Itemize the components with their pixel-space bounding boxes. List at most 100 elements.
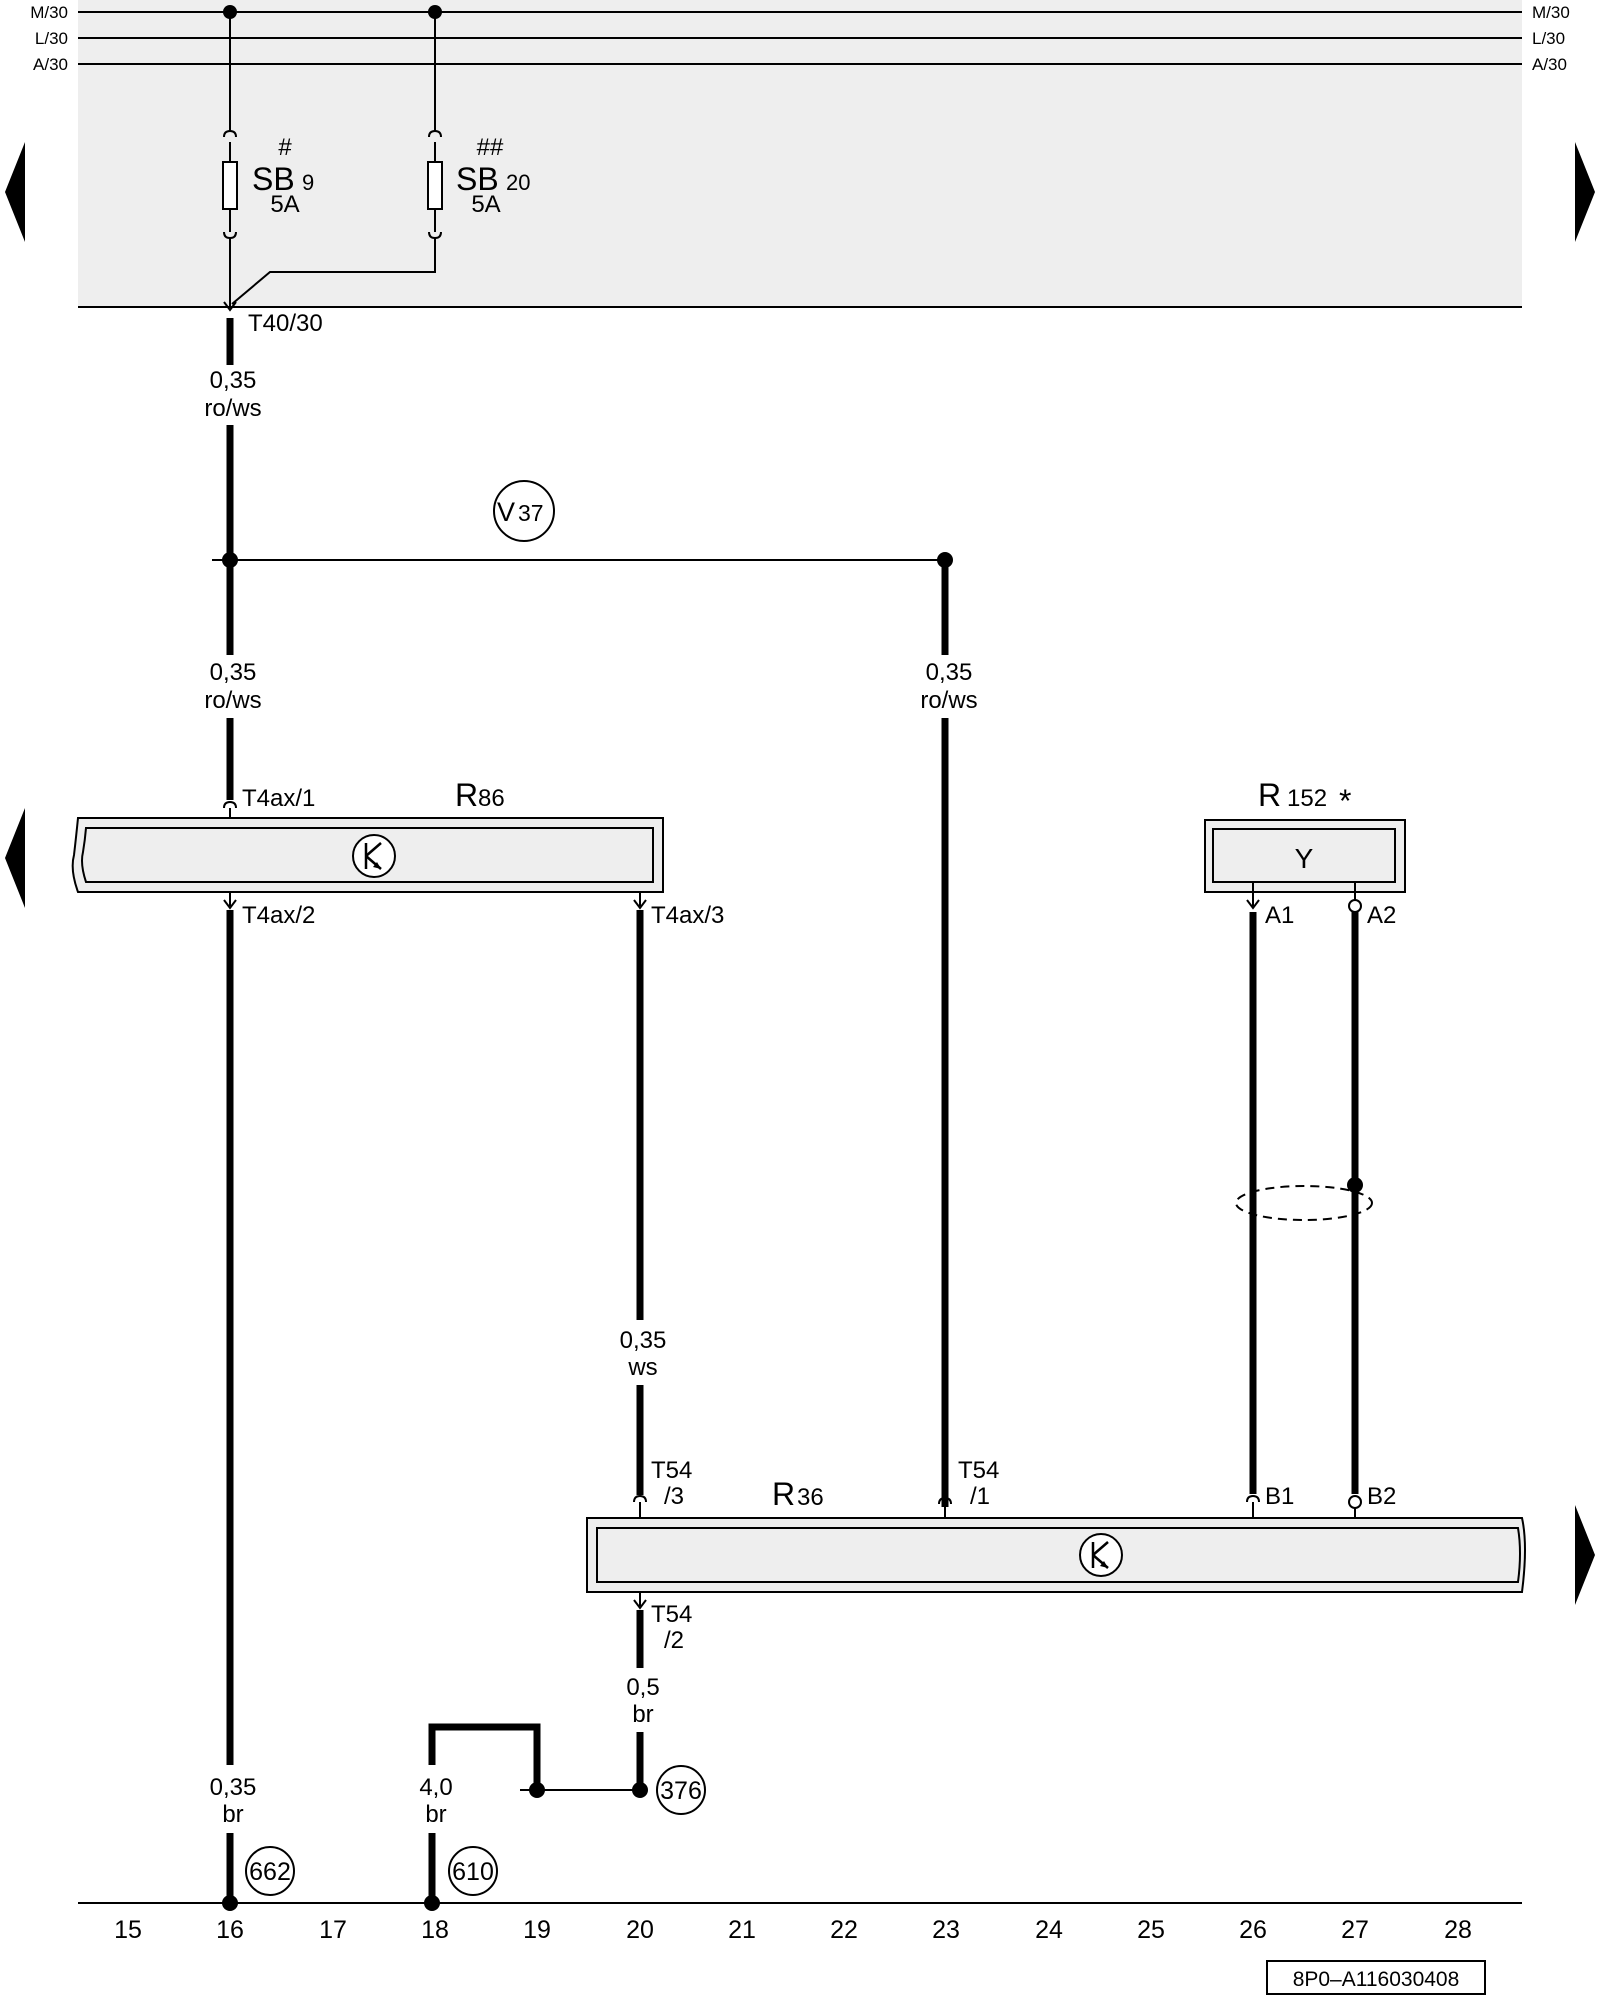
fuse-sb9-socket-top: [223, 129, 237, 138]
rail-label-l30-left: L/30: [35, 29, 68, 48]
r36-pin-b2-terminal: [1348, 1495, 1362, 1509]
r36-pin-b1-socket: [1246, 1494, 1260, 1503]
grid-number: 20: [626, 1916, 654, 1944]
grid-number: 21: [728, 1916, 756, 1944]
r152-letter: R: [1258, 777, 1281, 813]
r86-letter: R: [455, 777, 478, 813]
r152-number: 152: [1287, 785, 1327, 812]
power-rails: M/30 L/30 A/30 M/30 L/30 A/30: [30, 3, 1570, 74]
r36-number: 36: [797, 1484, 824, 1511]
grid-number: 17: [319, 1916, 347, 1944]
r86-pin3-arrow: [633, 899, 647, 910]
r36-pin-t54-1-line2: /1: [970, 1483, 990, 1510]
fuse-sb20: ## SB 20 5A: [231, 5, 530, 305]
ref-label-662: 662: [249, 1858, 291, 1886]
r86-module-symbol: [373, 862, 381, 869]
r36-pin-t54-3-line1: T54: [651, 1457, 692, 1484]
grid-number: 25: [1137, 1916, 1165, 1944]
fuse-sb20-mark: ##: [477, 134, 504, 161]
rail-label-m30-left: M/30: [30, 3, 68, 22]
page-prev-arrow-top[interactable]: [5, 142, 25, 242]
shield-symbol: [1235, 1185, 1373, 1221]
fuse-sb20-rating: 5A: [471, 191, 500, 218]
ref-label-610: 610: [452, 1858, 494, 1886]
wire-t4ax3-gauge: 0,35: [620, 1327, 667, 1354]
v37-ref-number: 37: [518, 500, 544, 526]
fuse-sb20-name: SB: [456, 161, 499, 197]
fuse-sb9-name: SB: [252, 161, 295, 197]
r86-pin1-socket: [223, 800, 237, 809]
rail-label-m30-right: M/30: [1532, 3, 1570, 22]
wire-t54-2-gauge: 0,5: [626, 1674, 659, 1701]
r86-number: 86: [478, 785, 505, 812]
rail-label-a30-left: A/30: [33, 55, 68, 74]
wire-right-branch-color: ro/ws: [920, 687, 977, 714]
page-prev-arrow-mid[interactable]: [5, 808, 25, 908]
r86-pin2-arrow: [223, 899, 237, 910]
r36-pin-t54-2-line2: /2: [664, 1627, 684, 1654]
r86-module-symbol: [365, 842, 382, 857]
r152-mark: *: [1339, 783, 1351, 819]
r36-pin-t54-3-socket: [633, 1494, 647, 1503]
r86-pin-t4ax2: T4ax/2: [242, 902, 315, 929]
wire-feed-gauge: 0,35: [210, 367, 257, 394]
r152-pin-a2-terminal: [1348, 899, 1362, 913]
wire-ground-mid-color: br: [425, 1801, 446, 1828]
fuse-sb9-number: 9: [302, 170, 314, 195]
fuse-sb20-lead-bottom: [231, 238, 436, 305]
r36-pin-t54-2-line1: T54: [651, 1601, 692, 1628]
r86-module-symbol: [352, 834, 396, 878]
component-r86: T4ax/1 R 86 T4ax/2 T4ax/3: [71, 777, 724, 929]
rail-label-l30-right: L/30: [1532, 29, 1565, 48]
grid-number: 23: [932, 1916, 960, 1944]
grid-number: 22: [830, 1916, 858, 1944]
r152-inner-box: [1212, 828, 1396, 883]
junction-dot: [222, 552, 238, 568]
r152-symbol: Y: [1295, 843, 1314, 874]
rail-label-a30-right: A/30: [1532, 55, 1567, 74]
fuse-sb9: # SB 9 5A: [222, 5, 314, 307]
wire-left-branch-gauge: 0,35: [210, 659, 257, 686]
component-r152: R 152 * Y A1 A2: [1204, 777, 1406, 929]
grid-numbers: 15 16 17 18 19 20 21 22 23 24 25 26 27 2…: [114, 1916, 1472, 1944]
fuse-sb9-mark: #: [278, 134, 292, 161]
r36-pin-b1: B1: [1265, 1483, 1294, 1510]
fuse-sb20-number: 20: [506, 170, 530, 195]
ref-label-376: 376: [660, 1777, 702, 1805]
page-next-arrow-bottom[interactable]: [1575, 1505, 1595, 1605]
grid-number: 19: [523, 1916, 551, 1944]
grid-number: 27: [1341, 1916, 1369, 1944]
r36-pin-t54-1-socket: [938, 1496, 952, 1505]
connector-t40-arrow: [223, 301, 237, 312]
grid-number: 18: [421, 1916, 449, 1944]
doc-id-box: [1266, 1960, 1486, 1995]
grid-number: 28: [1444, 1916, 1472, 1944]
r152-pin-a1: A1: [1265, 902, 1294, 929]
r36-pin-b2: B2: [1367, 1483, 1396, 1510]
fuse-sb20-socket-top: [428, 129, 442, 138]
r36-module-symbol: [1100, 1561, 1108, 1568]
r36-letter: R: [772, 1476, 795, 1512]
r36-pin-t54-2-arrow: [633, 1599, 647, 1610]
r86-pin-t4ax3: T4ax/3: [651, 902, 724, 929]
r152-pin-a2: A2: [1367, 902, 1396, 929]
page-next-arrow-top[interactable]: [1575, 142, 1595, 242]
wire-right-branch-gauge: 0,35: [926, 659, 973, 686]
r86-pin-t4ax1: T4ax/1: [242, 785, 315, 812]
wire-t4ax3-color: ws: [627, 1354, 657, 1381]
fuse-sb9-body: [222, 161, 238, 210]
wire-bridge-loop: [428, 1723, 541, 1790]
wire-ground-left-gauge: 0,35: [210, 1774, 257, 1801]
grid-number: 24: [1035, 1916, 1063, 1944]
wire-feed-color: ro/ws: [204, 395, 261, 422]
ref-circle-376: [656, 1765, 706, 1815]
fuse-box-area: [78, 0, 1522, 307]
junction-dot: [1347, 1177, 1363, 1193]
r36-module-symbol: [1079, 1533, 1123, 1577]
fuse-sb9-rating: 5A: [270, 191, 299, 218]
wire-t54-2-color: br: [632, 1701, 653, 1728]
wire-ground-left-color: br: [222, 1801, 243, 1828]
grid-number: 26: [1239, 1916, 1267, 1944]
ref-circle-662: [245, 1846, 295, 1896]
